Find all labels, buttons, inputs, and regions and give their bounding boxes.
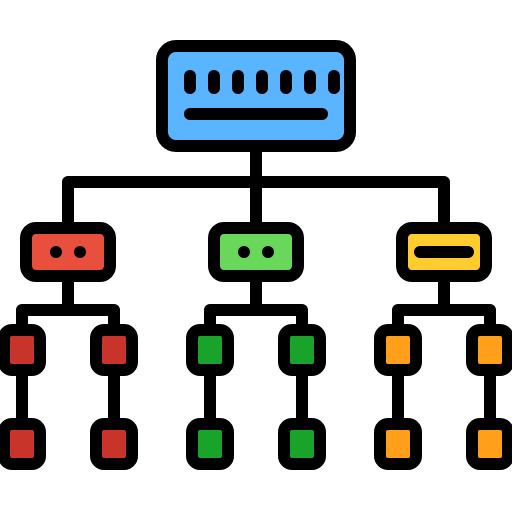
red-branch [16, 304, 120, 336]
leaf-nodes [0, 324, 512, 470]
leaf-red-4 [90, 418, 138, 470]
leaf-orange-2 [466, 324, 512, 376]
red-node [20, 222, 116, 282]
green-branch [204, 304, 308, 336]
root-box [156, 40, 356, 152]
root-node [156, 40, 356, 152]
leaf-green-4 [278, 418, 326, 470]
root-dots [184, 70, 340, 94]
green-node [208, 222, 304, 282]
leaf-green-1 [186, 324, 234, 376]
leaf-orange-4 [466, 418, 512, 470]
leaf-red-1 [0, 324, 46, 376]
yellow-node [396, 222, 492, 282]
yellow-branch [392, 304, 496, 336]
leaf-green-3 [186, 418, 234, 470]
leaf-red-3 [0, 418, 46, 470]
leaf-red-2 [90, 324, 138, 376]
leaf-green-2 [278, 324, 326, 376]
connectors [16, 140, 496, 430]
leaf-orange-1 [374, 324, 422, 376]
leaf-orange-3 [374, 418, 422, 470]
